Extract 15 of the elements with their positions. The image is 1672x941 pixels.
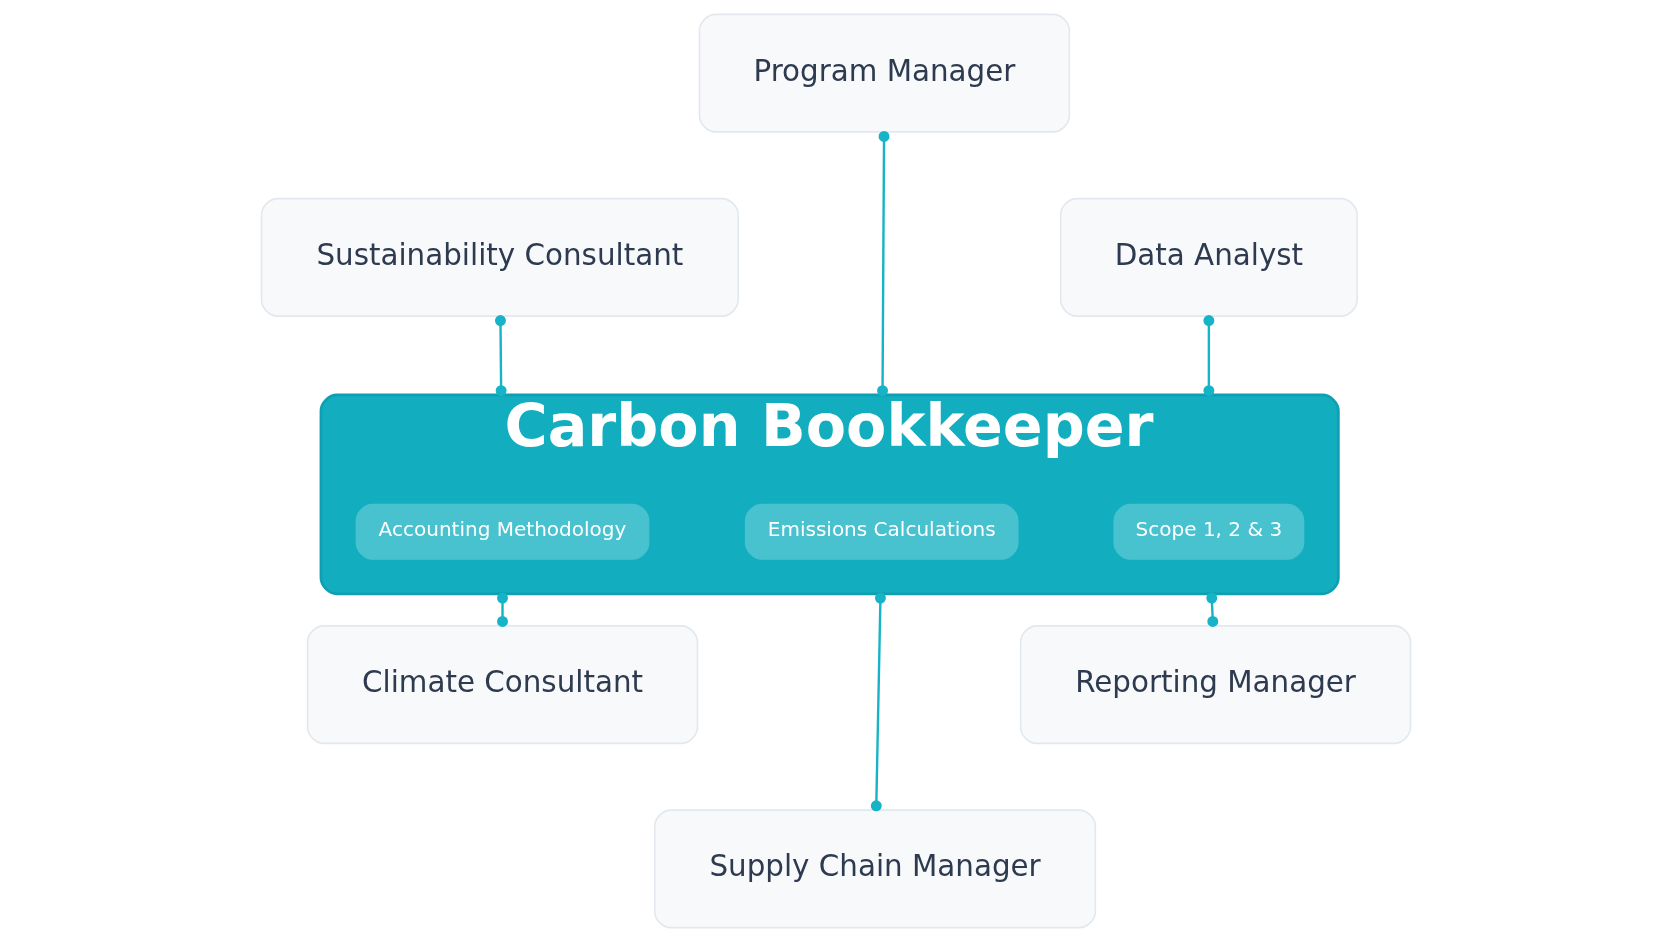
connector — [1206, 592, 1219, 627]
node-box: Emissions Calculations — [744, 503, 1019, 560]
node-box: Accounting Methodology — [355, 503, 650, 560]
node-box: Program Manager — [698, 13, 1071, 133]
node-box: Sustainability Consultant — [260, 197, 739, 317]
connector — [877, 130, 890, 396]
node-box: Data Analyst — [1059, 197, 1358, 317]
node-box: Supply Chain Manager — [653, 808, 1097, 928]
connector — [1203, 314, 1215, 396]
connector — [497, 592, 508, 627]
connector — [870, 592, 886, 811]
node-box: Climate Consultant — [306, 624, 699, 744]
connector — [495, 314, 507, 396]
node-box: Reporting Manager — [1019, 624, 1412, 744]
node-box: Scope 1, 2 & 3 — [1113, 503, 1305, 560]
